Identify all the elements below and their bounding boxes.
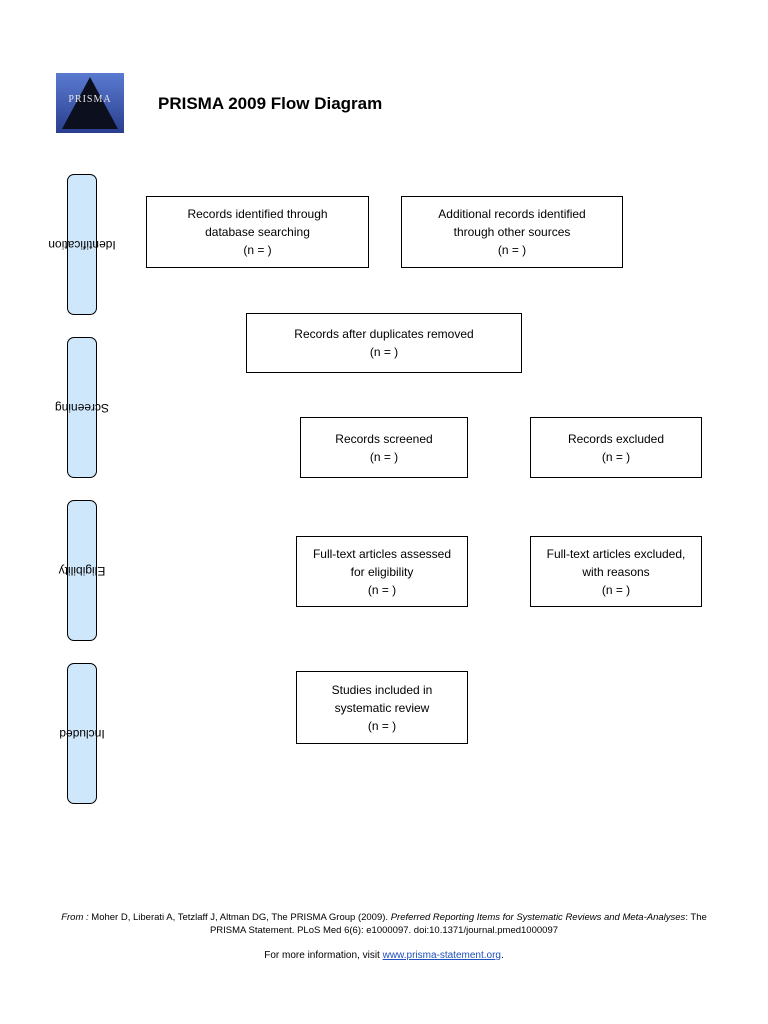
box-studies-included-line2: systematic review <box>334 700 430 715</box>
citation-authors: Moher D, Liberati A, Tetzlaff J, Altman … <box>88 912 391 923</box>
box-fulltext-excluded: Full-text articles excluded, with reason… <box>530 536 702 607</box>
citation-source: : The PRISMA Statement. PLoS Med 6(6): e… <box>209 912 707 936</box>
citation-title: Preferred Reporting Items for Systematic… <box>390 912 686 923</box>
phase-screening: Screening <box>55 337 109 478</box>
box-studies-included: Studies included in systematic review (n… <box>296 671 468 744</box>
phase-label-included: Included <box>59 726 105 741</box>
box-records-excluded: Records excluded (n = ) <box>530 417 702 478</box>
box-other-sources: Additional records identified through ot… <box>401 196 623 268</box>
box-fulltext-assessed-count: (n = ) <box>367 582 397 597</box>
prisma-website-link[interactable]: www.prisma-statement.org <box>382 950 501 961</box>
box-fulltext-assessed: Full-text articles assessed for eligibil… <box>296 536 468 607</box>
box-records-screened-line1: Records screened <box>335 431 433 446</box>
page-title: PRISMA 2009 Flow Diagram <box>158 94 383 113</box>
phase-identification: Identification <box>48 174 116 315</box>
box-records-excluded-count: (n = ) <box>601 449 631 464</box>
box-database-records-line2: database searching <box>205 225 310 239</box>
phase-label-identification: Identification <box>48 237 116 252</box>
box-database-records: Records identified through database sear… <box>146 196 369 268</box>
box-records-screened: Records screened (n = ) <box>300 417 468 478</box>
box-duplicates-removed-line1: Records after duplicates removed <box>294 327 474 341</box>
box-duplicates-removed: Records after duplicates removed (n = ) <box>246 313 522 373</box>
box-other-sources-line1: Additional records identified <box>438 207 586 221</box>
box-records-excluded-line1: Records excluded <box>567 431 665 446</box>
box-fulltext-excluded-line2: with reasons <box>582 564 650 579</box>
box-fulltext-assessed-line1: Full-text articles assessed <box>312 546 452 561</box>
more-info: For more information, visit www.prisma-s… <box>0 950 768 961</box>
logo-text: PRISMA <box>68 94 112 105</box>
phase-included: Included <box>59 663 105 804</box>
phase-label-screening: Screening <box>54 400 110 415</box>
box-fulltext-excluded-count: (n = ) <box>601 582 631 597</box>
box-fulltext-assessed-line2: for eligibility <box>350 564 414 579</box>
citation: From : Moher D, Liberati A, Tetzlaff J, … <box>60 911 708 937</box>
box-studies-included-line1: Studies included in <box>331 682 433 697</box>
more-info-suffix: . <box>500 950 504 961</box>
more-info-prefix: For more information, visit <box>264 950 383 961</box>
box-fulltext-excluded-line1: Full-text articles excluded, <box>546 546 686 561</box>
box-duplicates-removed-count: (n = ) <box>369 345 399 359</box>
box-database-records-count: (n = ) <box>243 243 272 257</box>
citation-from-label: From : <box>61 912 89 923</box>
phase-eligibility: Eligibility <box>59 500 105 641</box>
box-other-sources-count: (n = ) <box>497 243 527 257</box>
box-other-sources-line2: through other sources <box>453 225 571 239</box>
prisma-logo: PRISMA <box>56 73 124 133</box>
box-database-records-line1: Records identified through <box>187 207 328 221</box>
box-records-screened-count: (n = ) <box>369 449 399 464</box>
box-studies-included-count: (n = ) <box>367 718 397 733</box>
phase-label-eligibility: Eligibility <box>58 563 106 578</box>
